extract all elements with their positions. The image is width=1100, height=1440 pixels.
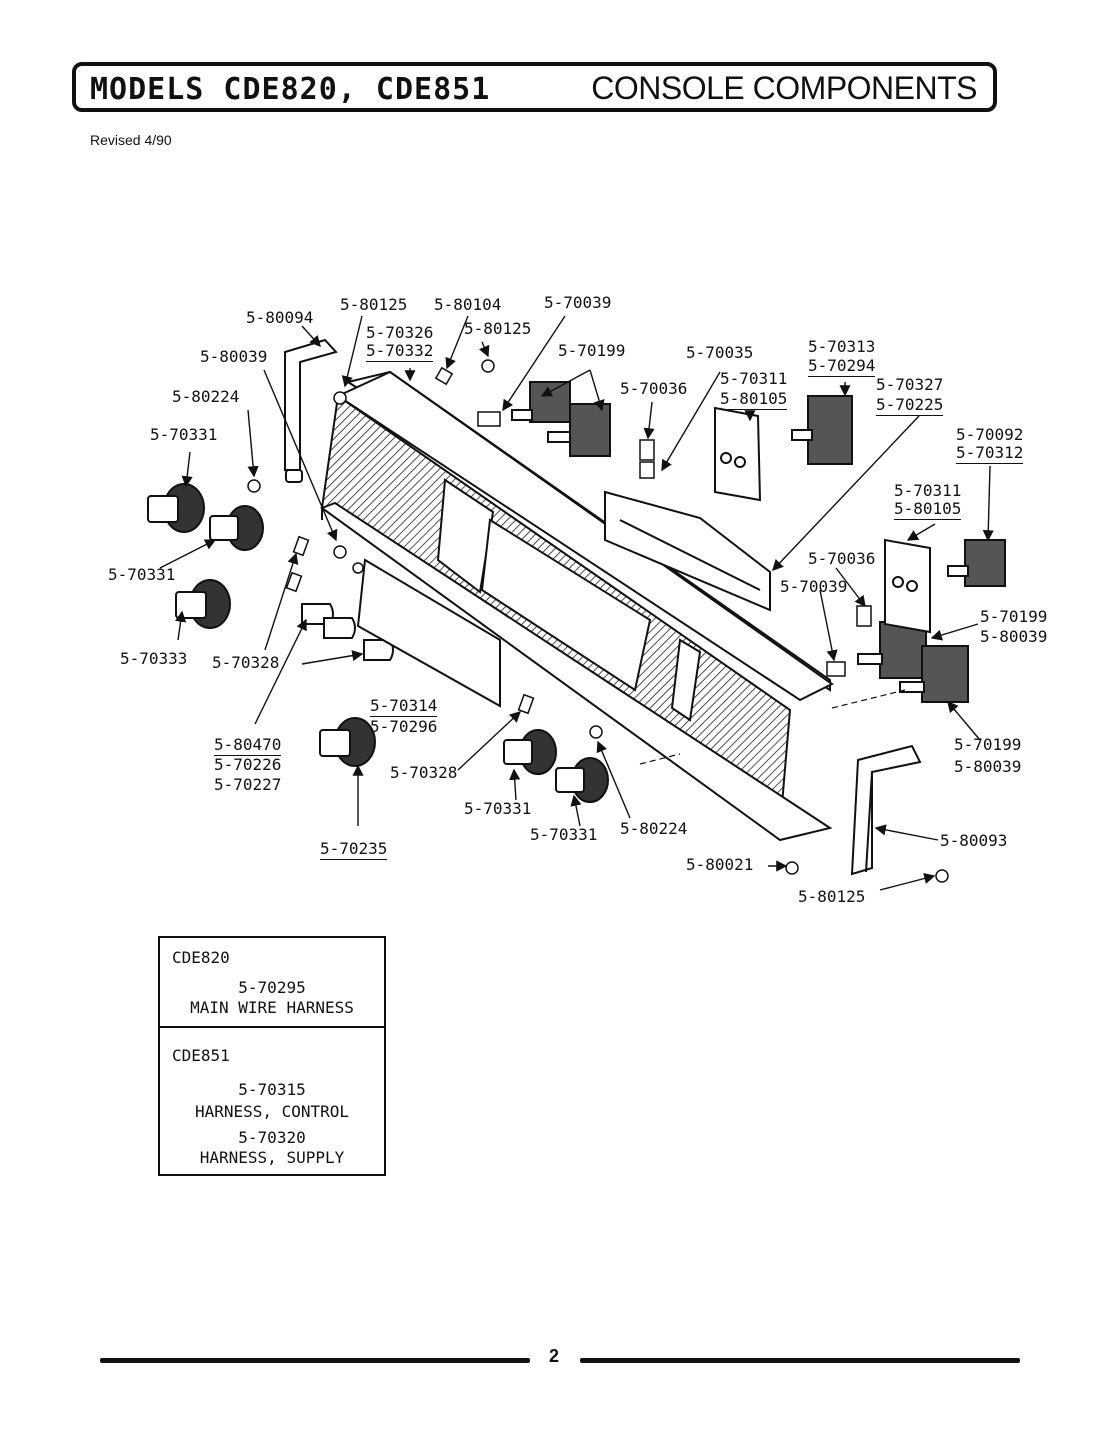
label-5-70227: 5-70227: [214, 775, 282, 794]
switch-f: [899, 645, 969, 703]
page-header: MODELS CDE820, CDE851 CONSOLE COMPONENTS: [72, 62, 997, 112]
harness-box: CDE820 5-70295 MAIN WIRE HARNESS CDE851 …: [158, 936, 386, 1176]
knobs: [147, 483, 609, 803]
label-5-70294: 5-70294: [808, 356, 876, 377]
section-title: CONSOLE COMPONENTS: [591, 70, 977, 106]
switch-e: [857, 621, 927, 679]
lenses: [247, 479, 603, 739]
knob-2: [209, 505, 264, 551]
label-5-70036-a: 5-70036: [620, 379, 688, 398]
label-5-80093: 5-80093: [940, 831, 1008, 850]
page-number: 2: [549, 1346, 560, 1366]
footer-rule-right: [580, 1358, 1020, 1363]
switch-b: [547, 403, 611, 457]
label-5-70039-a: 5-70039: [544, 293, 612, 312]
mounting-plates: [714, 406, 931, 634]
label-5-80125-b: 5-80125: [464, 319, 532, 338]
knob-3: [175, 579, 231, 629]
label-5-70331-b: 5-70331: [108, 565, 176, 584]
models-title: MODELS CDE820, CDE851: [90, 72, 491, 107]
label-5-80125-a: 5-80125: [340, 295, 408, 314]
label-5-80104: 5-80104: [434, 295, 502, 314]
right-bracket: [850, 744, 922, 876]
label-5-70035: 5-70035: [686, 343, 754, 362]
harness-cde820-model: CDE820: [172, 948, 230, 967]
label-5-70199-c: 5-70199: [954, 735, 1022, 754]
harness-cde820: CDE820 5-70295 MAIN WIRE HARNESS: [160, 938, 384, 1028]
label-5-70313: 5-70313: [808, 337, 876, 356]
switches: [511, 381, 1006, 703]
label-5-70328-b: 5-70328: [390, 763, 458, 782]
knob-1: [147, 483, 205, 533]
switch-c: [791, 395, 853, 465]
label-5-70327: 5-70327: [876, 375, 944, 394]
harness-cde851-part2: 5-70320: [238, 1128, 306, 1147]
harness-cde820-part: 5-70295: [238, 978, 306, 997]
label-5-80105-b: 5-80105: [894, 499, 962, 520]
label-5-70311-b: 5-70311: [894, 481, 962, 500]
harness-cde851-part1: 5-70315: [238, 1080, 306, 1099]
label-5-70039-b: 5-70039: [780, 577, 848, 596]
label-5-70092: 5-70092: [956, 425, 1024, 444]
console-panel: [319, 370, 834, 842]
label-5-70225: 5-70225: [876, 395, 944, 416]
revision-note: Revised 4/90: [90, 132, 172, 148]
footer-rule-left: [100, 1358, 530, 1363]
label-5-70036-b: 5-70036: [808, 549, 876, 568]
harness-cde851-name2: HARNESS, SUPPLY: [199, 1148, 345, 1167]
lower-panel: [356, 558, 501, 708]
label-5-80105-a: 5-80105: [720, 389, 788, 410]
label-5-80470: 5-80470: [214, 735, 282, 756]
label-5-70326: 5-70326: [366, 323, 434, 342]
push-buttons: [301, 603, 394, 661]
label-5-70332: 5-70332: [366, 341, 434, 362]
label-5-70312: 5-70312: [956, 443, 1024, 464]
label-5-70331-a: 5-70331: [150, 425, 218, 444]
harness-cde851-name1: HARNESS, CONTROL: [194, 1102, 350, 1121]
label-5-70333: 5-70333: [120, 649, 188, 668]
label-5-70235: 5-70235: [320, 839, 388, 860]
left-bracket: [284, 338, 338, 483]
label-5-70331-c: 5-70331: [464, 799, 532, 818]
label-5-70226: 5-70226: [214, 755, 282, 774]
switch-a: [511, 381, 571, 423]
label-5-80094: 5-80094: [246, 308, 314, 327]
label-5-70199-b: 5-70199: [980, 607, 1048, 626]
connectors: [477, 411, 872, 677]
screws: [333, 359, 949, 883]
label-5-80224-b: 5-80224: [620, 819, 688, 838]
harness-cde820-name: MAIN WIRE HARNESS: [190, 998, 354, 1017]
label-5-70296: 5-70296: [370, 717, 438, 736]
label-5-70314: 5-70314: [370, 696, 438, 717]
leader-lines: [159, 315, 994, 891]
label-5-80021: 5-80021: [686, 855, 754, 874]
harness-cde851-model: CDE851: [172, 1046, 230, 1065]
label-5-70331-d: 5-70331: [530, 825, 598, 844]
label-5-70328-a: 5-70328: [212, 653, 280, 672]
label-5-70199-a: 5-70199: [558, 341, 626, 360]
knob-5: [503, 729, 557, 775]
label-5-80039-a: 5-80039: [200, 347, 268, 366]
label-5-80224-a: 5-80224: [172, 387, 240, 406]
label-5-80039-b: 5-80039: [980, 627, 1048, 646]
knob-6: [555, 757, 609, 803]
label-5-70311-a: 5-70311: [720, 369, 788, 388]
label-5-80125-c: 5-80125: [798, 887, 866, 906]
switch-d: [947, 539, 1006, 587]
label-5-80039-c: 5-80039: [954, 757, 1022, 776]
knob-4: [319, 717, 376, 767]
